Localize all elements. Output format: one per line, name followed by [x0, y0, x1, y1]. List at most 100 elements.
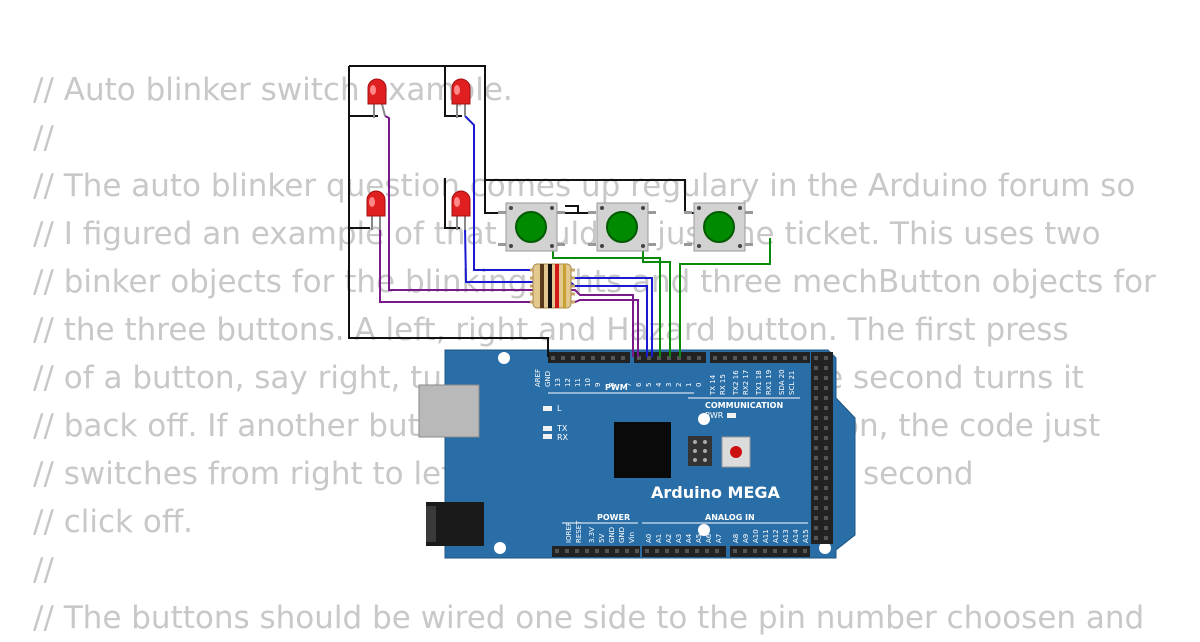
- pin-label: A3: [675, 534, 683, 543]
- pin-label: SCL 21: [788, 371, 796, 395]
- pushbutton-3[interactable]: [684, 202, 753, 252]
- pin-label: A15: [802, 529, 810, 543]
- pin-label: 3: [665, 383, 673, 387]
- pin-label: GND: [608, 527, 616, 543]
- resistor-band: [555, 264, 559, 308]
- header-analog-1: [642, 546, 726, 557]
- pin-label: A0: [645, 534, 653, 543]
- pushbutton-2[interactable]: [588, 202, 656, 252]
- led-right-top[interactable]: [451, 78, 471, 118]
- pin-label: GND: [618, 527, 626, 543]
- pin-label: GND: [544, 371, 552, 387]
- wire-green-button-3: [679, 238, 771, 357]
- pin-label: 1: [685, 383, 693, 387]
- pwr-label: PWR: [705, 411, 724, 420]
- led-l-label: L: [557, 404, 562, 413]
- microcontroller-chip: [614, 422, 671, 478]
- resistor-band: [548, 264, 552, 308]
- icsp-header: [688, 436, 712, 466]
- wire-purple-bottom-led: [379, 228, 639, 357]
- pin-label: RESET: [575, 520, 583, 543]
- pin-label: A5: [695, 534, 703, 543]
- pin-label: 4: [655, 382, 663, 387]
- header-analog-2: [730, 546, 810, 557]
- pin-label: RX1 19: [765, 370, 773, 395]
- pin-label: 11: [574, 378, 582, 387]
- pin-label: A8: [732, 534, 740, 543]
- wire-green-button-2: [642, 246, 671, 357]
- code-line: // Auto blinker switch example.: [33, 72, 513, 108]
- resistor-band: [540, 264, 544, 308]
- pin-label: AREF: [534, 369, 542, 387]
- led-tx: [543, 426, 552, 431]
- pin-label: TX2 16: [732, 370, 740, 396]
- analog-in-label: ANALOG IN: [705, 513, 755, 522]
- pwm-label: PWM: [605, 383, 628, 392]
- pin-label: 2: [675, 383, 683, 387]
- board-name: Arduino MEGA: [651, 483, 781, 502]
- pin-label: A10: [752, 529, 760, 543]
- header-top-left: [548, 352, 630, 363]
- code-line: //: [33, 120, 54, 156]
- wire-green-button-1: [552, 246, 661, 357]
- pin-label: A11: [762, 529, 770, 543]
- code-line: // binker objects for the blinking light…: [33, 264, 1156, 300]
- led-tx-label: TX: [556, 424, 568, 433]
- pin-label: RX 15: [719, 374, 727, 395]
- wire-blue-bottom-led: [464, 227, 648, 357]
- pin-label: 3.3V: [588, 527, 596, 543]
- pin-label: 6: [635, 382, 643, 387]
- pin-label: A14: [792, 529, 800, 543]
- pin-label: SDA 20: [778, 369, 786, 395]
- pin-label: A4: [685, 533, 693, 543]
- mounting-hole: [494, 542, 506, 554]
- pin-label: 5V: [598, 534, 606, 543]
- pin-label: 5: [645, 383, 653, 387]
- arduino-mega-board[interactable]: L TX RX PWR PWM COMMUNICATION Arduino ME…: [418, 349, 856, 559]
- mounting-hole: [819, 542, 831, 554]
- pin-label: A9: [742, 534, 750, 543]
- pin-label: 13: [554, 378, 562, 387]
- led-l: [543, 406, 552, 411]
- led-right-bottom[interactable]: [451, 190, 471, 230]
- code-line: // click off.: [33, 504, 194, 540]
- reset-button-cap[interactable]: [730, 446, 742, 458]
- led-rx-label: RX: [557, 433, 569, 442]
- mounting-hole: [498, 352, 510, 364]
- pin-label: A12: [772, 529, 780, 543]
- pin-label: TX 14: [709, 374, 717, 396]
- header-top-right: [710, 352, 810, 363]
- pin-label: A2: [665, 534, 673, 543]
- pin-label: IOREF: [565, 522, 573, 543]
- pin-label: A1: [655, 534, 663, 543]
- power-label: POWER: [597, 513, 630, 522]
- code-line: //: [33, 552, 54, 588]
- code-line: // The buttons should be wired one side …: [33, 600, 1145, 636]
- mounting-hole: [698, 413, 710, 425]
- led-pwr: [727, 413, 736, 418]
- pin-label: 0: [695, 383, 703, 387]
- pin-label: Vin: [628, 532, 636, 543]
- pin-label: A6: [705, 533, 713, 543]
- resistor-array[interactable]: [530, 263, 575, 309]
- pin-label: 8: [608, 383, 616, 387]
- usb-connector: [418, 384, 480, 438]
- mounting-hole: [698, 524, 710, 536]
- pin-label: 7: [625, 383, 633, 387]
- communication-label: COMMUNICATION: [705, 401, 783, 410]
- pin-label: A13: [782, 529, 790, 543]
- pushbutton-1[interactable]: [498, 202, 565, 252]
- resistor-band: [563, 264, 566, 308]
- led-left-top[interactable]: [367, 78, 387, 118]
- wires: [348, 65, 771, 357]
- pin-label: 9: [594, 383, 602, 387]
- wire-purple-top-led: [384, 115, 634, 357]
- header-pin-holes: [551, 356, 828, 553]
- pin-label: A7: [715, 534, 723, 543]
- pin-label: 12: [564, 378, 572, 387]
- pin-label: TX1 18: [755, 370, 763, 396]
- pin-label: RX2 17: [742, 370, 750, 395]
- led-left-bottom[interactable]: [366, 190, 386, 230]
- pin-label: 10: [584, 378, 592, 387]
